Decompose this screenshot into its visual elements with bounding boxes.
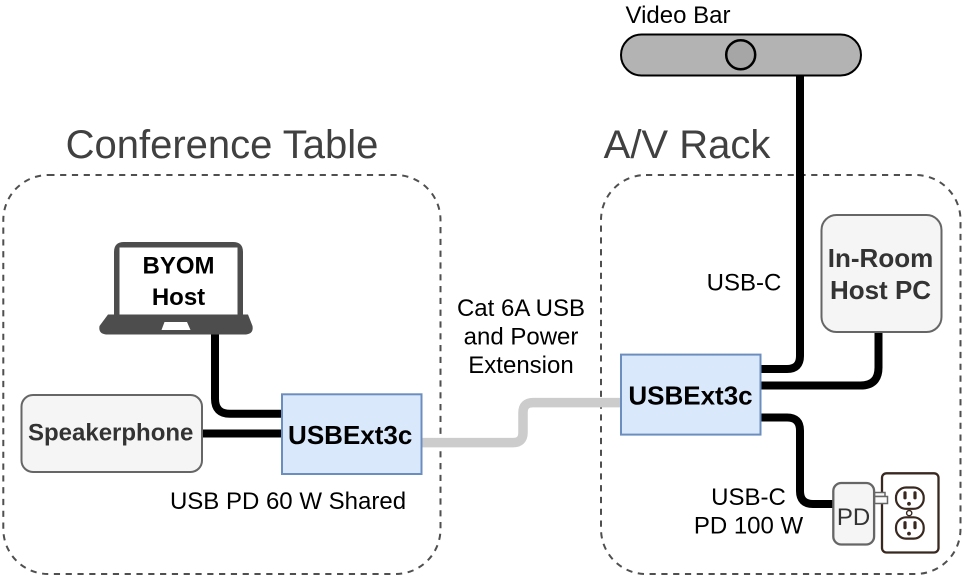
svg-text:USBExt3c: USBExt3c: [628, 381, 752, 411]
svg-text:USB-C: USB-C: [711, 484, 786, 511]
svg-text:Conference Table: Conference Table: [66, 123, 379, 167]
svg-text:USB PD 60 W Shared: USB PD 60 W Shared: [170, 488, 406, 515]
svg-text:Cat 6A USB: Cat 6A USB: [457, 295, 585, 322]
svg-text:Host: Host: [152, 284, 205, 311]
svg-text:Video Bar: Video Bar: [626, 2, 731, 29]
svg-text:USB-C: USB-C: [707, 270, 782, 297]
svg-text:Speakerphone: Speakerphone: [28, 420, 193, 447]
svg-text:and Power: and Power: [464, 324, 579, 351]
svg-text:PD: PD: [837, 504, 870, 531]
svg-text:In-Room: In-Room: [828, 243, 933, 273]
svg-text:A/V Rack: A/V Rack: [604, 123, 772, 167]
svg-text:Host PC: Host PC: [830, 275, 931, 305]
svg-text:PD 100 W: PD 100 W: [694, 513, 804, 540]
svg-text:BYOM: BYOM: [143, 253, 215, 280]
svg-text:Extension: Extension: [468, 352, 573, 379]
svg-text:USBExt3c: USBExt3c: [288, 420, 412, 450]
